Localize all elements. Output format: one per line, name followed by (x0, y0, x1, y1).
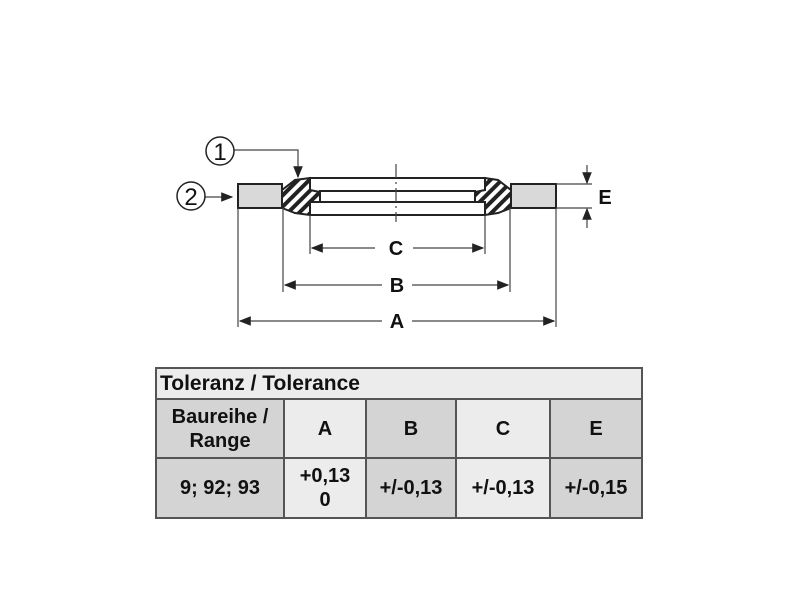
dim-label-e: E (598, 187, 611, 209)
header-c: C (455, 398, 551, 459)
callout-1: 1 (213, 139, 226, 166)
dim-label-a: A (390, 311, 404, 333)
extension-lines (237, 183, 592, 327)
inner-slot (319, 190, 476, 203)
header-e: E (549, 398, 643, 459)
callout-circle-1 (205, 136, 235, 166)
cell-a-upper: +0,13 (299, 465, 351, 487)
outer-ring-right (510, 183, 557, 209)
cell-e: +/-0,15 (549, 457, 643, 519)
tolerance-table: Toleranz / Tolerance Baureihe / Range A … (155, 367, 643, 519)
outer-ring-left (237, 183, 283, 209)
cell-a: +0,13 0 (283, 457, 367, 519)
leader-1 (234, 149, 303, 179)
header-a: A (283, 398, 367, 459)
cell-b: +/-0,13 (365, 457, 457, 519)
table-row: 9; 92; 93 +0,13 0 +/-0,13 +/-0,13 +/-0,1… (155, 457, 643, 519)
table-header-row: Baureihe / Range A B C E (155, 398, 643, 459)
header-b: B (365, 398, 457, 459)
cell-c: +/-0,13 (455, 457, 551, 519)
header-range: Baureihe / Range (155, 398, 285, 459)
dim-label-c: C (389, 238, 403, 260)
table-title: Toleranz / Tolerance (155, 367, 643, 400)
callout-circle-2 (176, 181, 206, 211)
dim-label-b: B (390, 275, 404, 297)
cell-a-lower: 0 (319, 489, 331, 511)
callout-2: 2 (184, 184, 197, 211)
cell-range: 9; 92; 93 (155, 457, 285, 519)
